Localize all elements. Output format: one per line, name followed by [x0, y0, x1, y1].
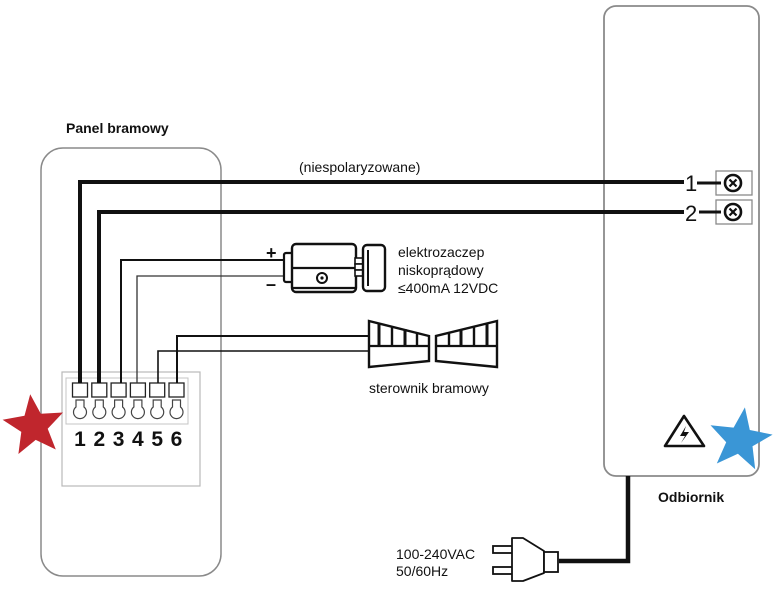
lock-plus-label: + — [266, 243, 277, 263]
lock-label-line-1: elektrozaczep — [398, 244, 485, 260]
lock-wires — [120, 259, 283, 383]
panel-terminal-label: 3 — [113, 428, 125, 451]
panel-terminal-label: 6 — [171, 428, 183, 451]
lock-minus-label: – — [266, 274, 276, 294]
power-label-line-2: 50/60Hz — [396, 563, 448, 579]
receiver-terminal-1[interactable] — [715, 170, 753, 196]
lock-label-line-3: ≤400mA 12VDC — [398, 280, 498, 296]
wire-panel-2-to-receiver-2 — [97, 210, 684, 383]
power-cable — [559, 476, 631, 564]
terminal-clamp-icon — [150, 399, 165, 420]
panel-terminal-label: 1 — [74, 428, 86, 451]
gate-controller: sterownik bramowy — [367, 319, 499, 396]
electric-lock: + – elektrozaczep niskoprądowy ≤400mA 12… — [266, 242, 498, 296]
bus-wires: (niespolaryzowane) — [78, 159, 721, 383]
panel-terminal-4[interactable]: 4 — [129, 382, 147, 451]
panel-terminal-6[interactable]: 6 — [168, 382, 185, 451]
wire-panel-1-to-receiver-1 — [78, 180, 684, 383]
wire-panel-3-to-lock-plus — [120, 259, 283, 383]
power-plug-icon — [492, 537, 559, 582]
terminal-clamp-icon — [111, 399, 126, 420]
bus-wire-note: (niespolaryzowane) — [299, 159, 420, 175]
panel-terminal-label: 5 — [151, 428, 163, 451]
high-voltage-icon — [663, 414, 706, 448]
receiver-terminal-2-label: 2 — [685, 201, 697, 226]
power-label-line-1: 100-240VAC — [396, 546, 475, 562]
panel-terminal-3[interactable]: 3 — [110, 382, 127, 451]
screw-icon — [723, 173, 743, 193]
terminal-clamp-icon — [92, 399, 107, 420]
terminal-strip — [65, 377, 189, 425]
receiver-label: Odbiornik — [658, 489, 724, 505]
gate-controller-wires — [157, 335, 370, 383]
terminal-clamp-icon — [130, 399, 145, 420]
screw-icon — [723, 202, 743, 222]
power-supply: 100-240VAC 50/60Hz — [396, 476, 631, 582]
lock-label-line-2: niskoprądowy — [398, 262, 484, 278]
gate-controller-label: sterownik bramowy — [369, 380, 489, 396]
gate-panel-label: Panel bramowy — [66, 120, 169, 136]
gate-icon — [367, 319, 499, 369]
panel-terminal-label: 4 — [132, 428, 144, 451]
receiver-terminal-2[interactable] — [715, 199, 753, 225]
receiver-terminal-1-label: 1 — [685, 171, 697, 196]
receiver-housing — [603, 5, 760, 477]
panel-terminal-label: 2 — [93, 428, 105, 451]
star-icon — [710, 407, 773, 470]
receiver: Odbiornik 1 2 — [603, 5, 760, 505]
wire-panel-5-to-gate-controller — [157, 350, 370, 383]
wire-panel-4-to-lock-minus — [136, 275, 283, 383]
star-icon — [2, 394, 64, 454]
electric-lock-icon — [282, 242, 387, 294]
terminal-clamp-icon — [169, 399, 184, 420]
wire-panel-6-to-gate-controller — [176, 335, 370, 383]
panel-terminal-1[interactable]: 1 — [71, 382, 89, 451]
terminal-clamp-icon — [72, 399, 88, 420]
